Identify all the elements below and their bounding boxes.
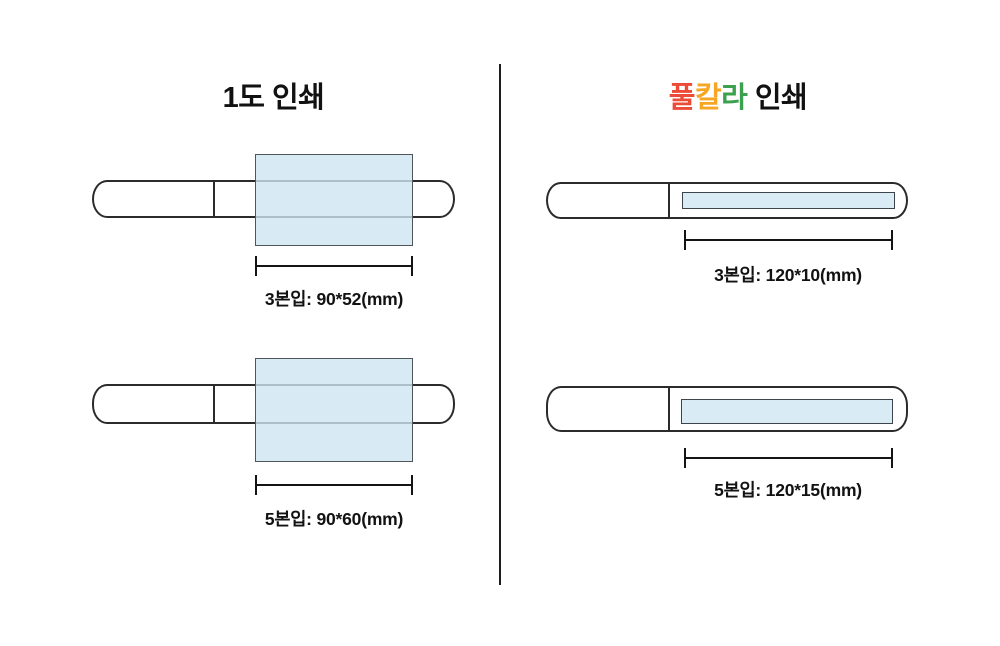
full-color-section-title: 풀칼라 인쇄 <box>546 81 930 115</box>
title-part-orange: 칼 <box>694 82 722 114</box>
title-part-green: 라 <box>721 82 748 114</box>
title-part-black: 인쇄 <box>747 82 808 114</box>
pen-cap-seam <box>668 184 670 217</box>
dimension-line-5pack-fullcolor <box>684 448 893 468</box>
dimension-line-3pack-fullcolor <box>684 230 893 250</box>
print-area-bar-3pack <box>682 192 895 209</box>
dimension-rule <box>257 484 411 486</box>
dimension-label-5pack-fullcolor: 5본입: 120*15(mm) <box>714 480 862 500</box>
dimension-rule <box>686 457 891 459</box>
dimension-rule <box>686 239 891 241</box>
dimension-label-3pack-fullcolor: 3본입: 120*10(mm) <box>714 265 862 285</box>
pen-cap-seam <box>213 182 215 216</box>
pen-cap-seam <box>213 386 215 422</box>
title-part-red: 풀 <box>668 82 696 114</box>
dimension-rule <box>257 265 411 267</box>
dimension-label-3pack-1color: 3본입: 90*52(mm) <box>264 289 404 309</box>
print-area-bar-5pack <box>681 399 893 424</box>
pen-cap-seam <box>668 388 670 430</box>
one-color-section-title: 1도 인쇄 <box>222 82 325 114</box>
dimension-line-5pack-1color <box>255 475 413 495</box>
print-area-overlay-5pack <box>255 358 413 462</box>
dimension-label-5pack-1color: 5본입: 90*60(mm) <box>264 509 404 529</box>
dimension-line-3pack-1color <box>255 256 413 276</box>
print-area-overlay-3pack <box>255 154 413 246</box>
section-divider-line <box>499 64 501 585</box>
